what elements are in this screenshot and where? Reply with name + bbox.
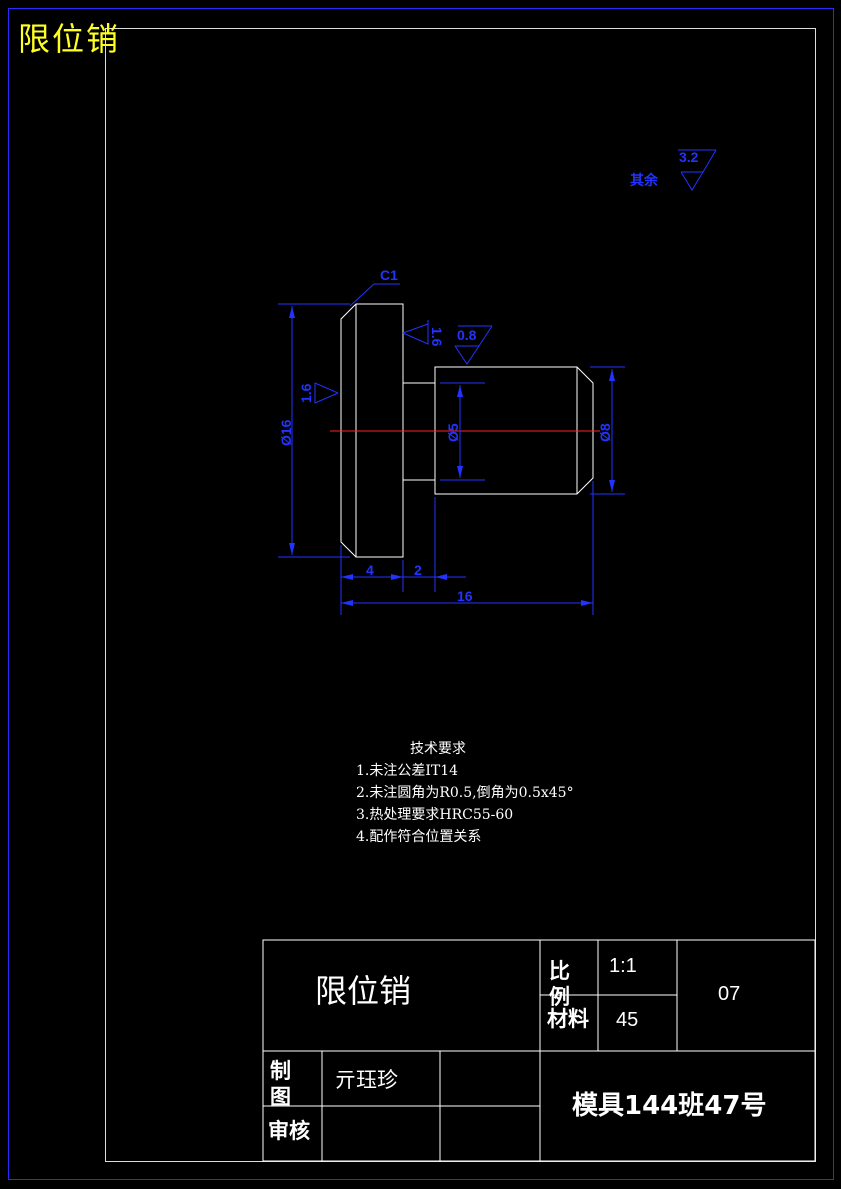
roughness-flange-face: 1.6 xyxy=(429,327,445,347)
sheet-title: 限位销 xyxy=(18,20,121,58)
roughness-rest-label: 其余 xyxy=(630,172,659,188)
tech-item: 2.未注圆角为R0.5,倒角为0.5x45° xyxy=(356,785,574,801)
len-16-label: 16 xyxy=(457,588,473,604)
organization: 模具144班47号 xyxy=(572,1091,767,1121)
title-block-grid xyxy=(262,939,816,1162)
dia-8-label: Ø8 xyxy=(597,423,613,442)
drawn-label: 制图 xyxy=(270,1059,291,1109)
dimension-lines xyxy=(278,149,717,615)
material-value: 45 xyxy=(616,1009,639,1031)
technical-requirements: 技术要求 1.未注公差IT14 2.未注圆角为R0.5,倒角为0.5x45° 3… xyxy=(356,738,574,848)
tech-item: 3.热处理要求HRC55-60 xyxy=(356,807,514,823)
outer-border xyxy=(8,8,834,1180)
len-2-label: 2 xyxy=(414,562,422,578)
review-label: 审核 xyxy=(268,1119,310,1143)
drawing-number: 07 xyxy=(718,983,741,1005)
scale-label: 比例 xyxy=(549,959,570,1009)
tech-heading: 技术要求 xyxy=(410,741,466,757)
tech-item: 4.配作符合位置关系 xyxy=(356,829,482,845)
material-label: 材料 xyxy=(547,1007,589,1031)
part-name: 限位销 xyxy=(315,972,412,1010)
roughness-flange-side: 1.6 xyxy=(298,383,314,403)
scale-value: 1:1 xyxy=(609,955,637,977)
tech-item: 1.未注公差IT14 xyxy=(356,763,459,779)
len-4-label: 4 xyxy=(366,562,374,578)
dia-5-label: Ø5 xyxy=(445,423,461,442)
roughness-rest-value: 3.2 xyxy=(679,149,699,165)
roughness-shaft: 0.8 xyxy=(457,327,477,343)
dimension-arrows xyxy=(289,306,615,606)
chamfer-label: C1 xyxy=(380,267,398,283)
drawn-by: 亓珏珍 xyxy=(335,1068,398,1092)
dia-16-label: Ø16 xyxy=(278,419,294,446)
dimension-texts: C1 Ø16 Ø5 Ø8 4 2 16 1.6 1.6 0.8 3.2 其余 xyxy=(278,149,699,604)
